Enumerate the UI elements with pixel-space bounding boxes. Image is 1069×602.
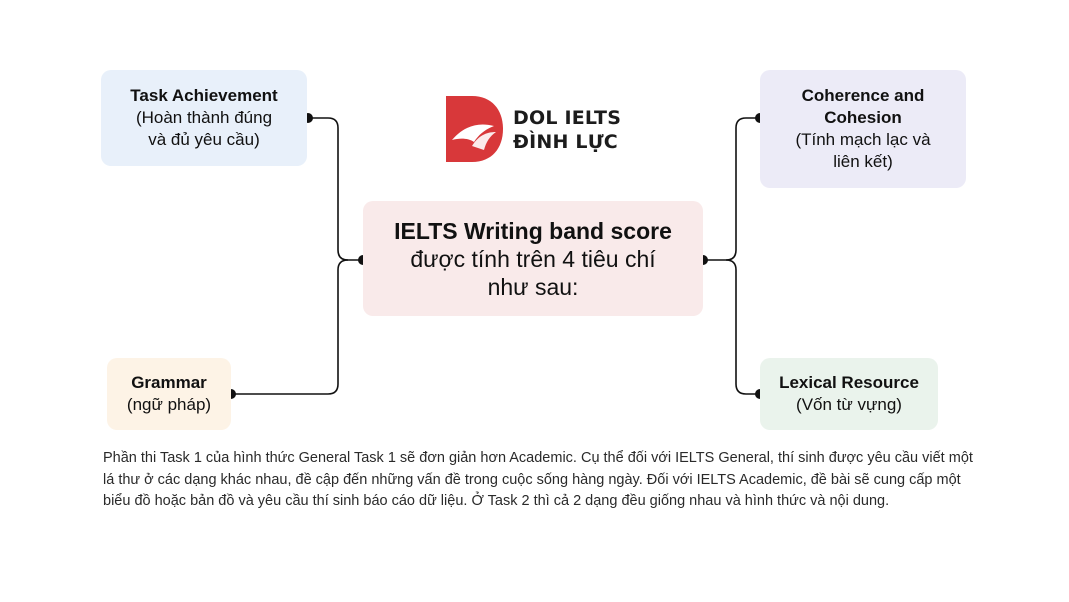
coherence-title2: Cohesion xyxy=(824,108,902,127)
lexical-title: Lexical Resource xyxy=(779,373,919,392)
coherence-title1: Coherence and xyxy=(801,86,925,105)
link-task-achievement xyxy=(308,117,363,261)
dol-logo: DOL IELTS ĐÌNH LỰC xyxy=(446,96,626,162)
node-task-achievement: Task Achievement (Hoàn thành đúng và đủ … xyxy=(101,70,307,166)
node-center: IELTS Writing band score được tính trên … xyxy=(363,201,703,316)
link-coherence xyxy=(703,117,760,261)
logo-line2: ĐÌNH LỰC xyxy=(513,131,618,153)
grammar-sub: (ngữ pháp) xyxy=(126,395,212,414)
link-grammar xyxy=(231,259,349,395)
node-grammar: Grammar (ngữ pháp) xyxy=(107,358,231,430)
node-coherence-cohesion: Coherence and Cohesion (Tính mạch lạc và… xyxy=(760,70,966,188)
task-achievement-sub2: và đủ yêu cầu) xyxy=(148,130,260,149)
coherence-sub2: liên kết) xyxy=(833,152,893,171)
grammar-title: Grammar xyxy=(131,373,207,392)
task-achievement-title: Task Achievement xyxy=(130,86,278,105)
caption-paragraph: Phần thi Task 1 của hình thức General Ta… xyxy=(103,450,973,509)
center-title: IELTS Writing band score xyxy=(394,217,672,244)
task-achievement-sub1: (Hoàn thành đúng xyxy=(135,108,273,127)
coherence-sub1: (Tính mạch lạc và xyxy=(795,130,931,149)
node-lexical-resource: Lexical Resource (Vốn từ vựng) xyxy=(760,358,938,430)
link-lexical xyxy=(725,259,760,395)
dol-logo-mark-icon xyxy=(446,96,503,162)
lexical-sub: (Vốn từ vựng) xyxy=(796,395,902,414)
center-line3: như sau: xyxy=(487,273,579,300)
center-line2: được tính trên 4 tiêu chí xyxy=(410,245,656,272)
logo-line1: DOL IELTS xyxy=(513,107,622,129)
